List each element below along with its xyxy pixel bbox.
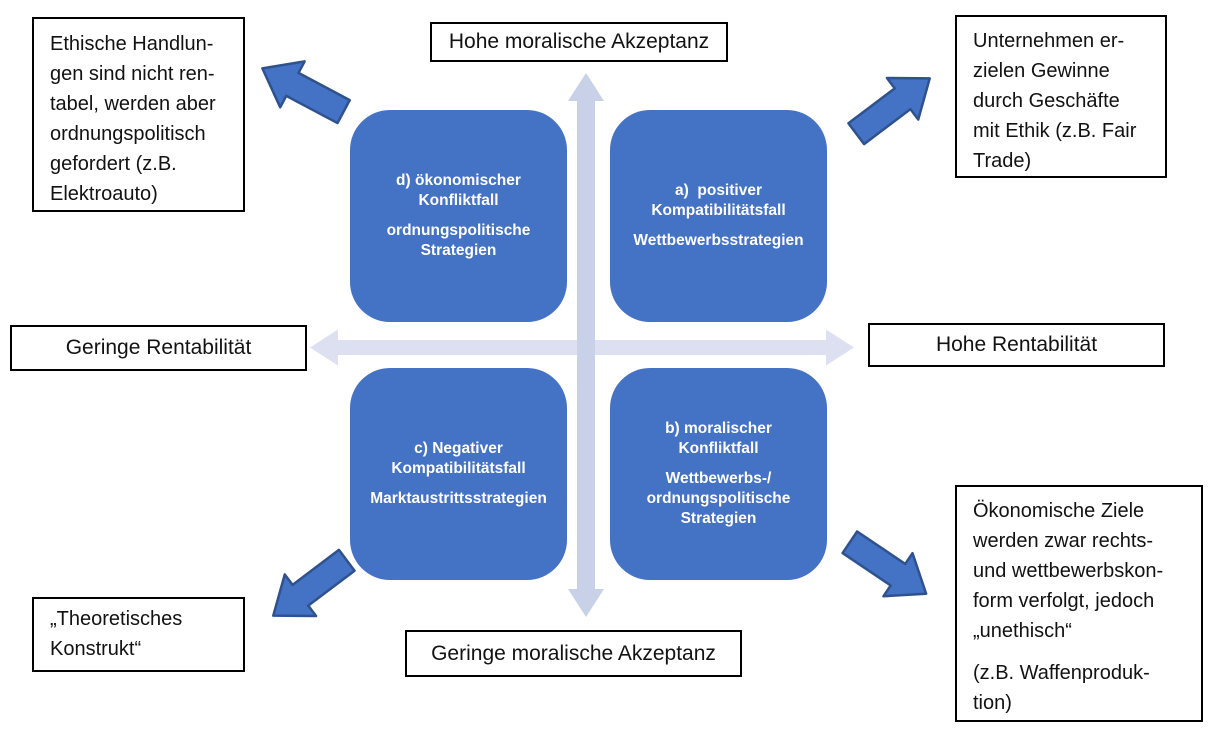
note-text: Ökonomische Ziele werden zwar rechts- un… bbox=[973, 500, 1164, 642]
vertical-axis-arrow bbox=[568, 73, 604, 617]
axis-label-text: Hohe Rentabilität bbox=[935, 333, 1098, 356]
diagonal-arrow-top-left bbox=[261, 60, 351, 125]
quadrant-c-negative-compatibility-case: c) Negativer Kompatibilitätsfall Marktau… bbox=[350, 368, 567, 580]
note-text: „Theoretisches Konstrukt“ bbox=[50, 608, 183, 660]
quadrant-strategy-label: Wettbewerbs-/ ordnungspolitische Strateg… bbox=[646, 469, 791, 528]
note-text: (z.B. Waffenproduk- tion) bbox=[973, 662, 1150, 714]
diagonal-arrow-bottom-right bbox=[841, 530, 928, 598]
axis-label-text: Geringe moralische Akzeptanz bbox=[431, 641, 716, 665]
quadrant-strategy-label: Wettbewerbsstrategien bbox=[633, 232, 804, 250]
quadrant-case-label: d) ökonomischer Konfliktfall bbox=[396, 171, 521, 209]
axis-label-low-moral-acceptance: Geringe moralische Akzeptanz bbox=[405, 630, 742, 677]
diagonal-arrow-top-right bbox=[847, 76, 931, 146]
quadrant-case-label: a) positiver Kompatibilitätsfall bbox=[651, 181, 786, 219]
diagonal-arrow-bottom-left bbox=[272, 548, 356, 618]
axis-label-high-moral-acceptance: Hohe moralische Akzeptanz bbox=[430, 22, 728, 62]
axis-label-text: Hohe moralische Akzeptanz bbox=[448, 30, 710, 53]
quadrant-case-label: b) moralischer Konfliktfall bbox=[665, 419, 772, 457]
axis-label-text: Geringe Rentabilität bbox=[65, 336, 252, 359]
quadrant-b-moral-conflict-case: b) moralischer Konfliktfall Wettbewerbs-… bbox=[610, 368, 827, 580]
quadrant-d-economic-conflict-case: d) ökonomischer Konfliktfall ordnungspol… bbox=[350, 110, 567, 322]
note-text: Unternehmen er- zielen Gewinne durch Ges… bbox=[973, 30, 1137, 172]
note-top-right-profit-through-ethics: Unternehmen er- zielen Gewinne durch Ges… bbox=[955, 15, 1167, 178]
axis-label-low-profitability: Geringe Rentabilität bbox=[10, 325, 307, 371]
axis-label-high-profitability: Hohe Rentabilität bbox=[868, 323, 1165, 367]
note-bottom-left-theoretical-construct: „Theoretisches Konstrukt“ bbox=[32, 597, 245, 672]
quadrant-strategy-label: ordnungspolitische Strategien bbox=[386, 222, 531, 260]
quadrant-strategy-label: Marktaustrittsstrategien bbox=[370, 490, 547, 508]
note-bottom-right-unethical-goals: Ökonomische Ziele werden zwar rechts- un… bbox=[955, 485, 1203, 722]
quadrant-case-label: c) Negativer Kompatibilitätsfall bbox=[391, 439, 526, 477]
note-text: Ethische Handlun- gen sind nicht ren- ta… bbox=[50, 33, 216, 205]
note-top-left-ethical-not-profitable: Ethische Handlun- gen sind nicht ren- ta… bbox=[32, 17, 245, 212]
quadrant-a-positive-compatibility-case: a) positiver Kompatibilitätsfall Wettbew… bbox=[610, 110, 827, 322]
